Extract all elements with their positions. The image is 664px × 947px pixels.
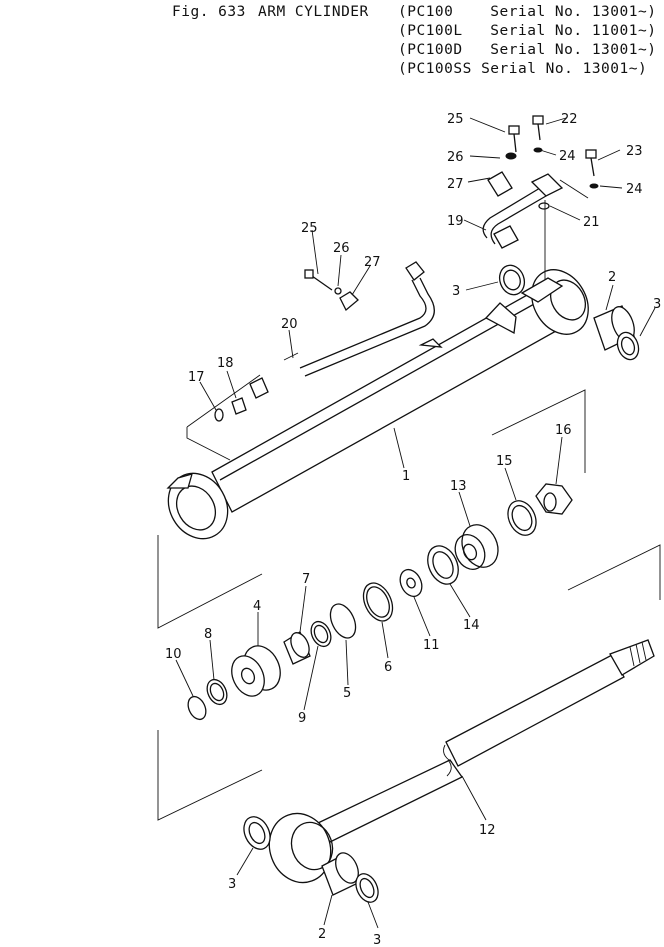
model-serial-line-4: (PC100SS Serial No. 13001~) xyxy=(398,61,648,77)
callout-2-upper: 2 xyxy=(608,270,616,285)
callout-2-lower: 2 xyxy=(318,927,326,942)
callout-27-upper: 27 xyxy=(447,177,464,192)
callout-3-tube-left: 3 xyxy=(452,284,460,299)
callout-8: 8 xyxy=(204,627,212,642)
callout-17: 17 xyxy=(188,370,205,385)
callout-12: 12 xyxy=(479,823,496,838)
leader-lines xyxy=(175,117,656,929)
callout-24-upper: 24 xyxy=(559,149,576,164)
cylinder-tube xyxy=(166,269,589,540)
callout-13: 13 xyxy=(450,479,467,494)
callout-1: 1 xyxy=(402,469,410,484)
callout-23: 23 xyxy=(626,144,643,159)
callout-19: 19 xyxy=(447,214,464,229)
callout-22: 22 xyxy=(561,112,578,127)
callout-3-tube-right: 3 xyxy=(653,297,661,312)
callout-25-lower: 25 xyxy=(301,221,318,236)
piston-rod xyxy=(268,639,655,884)
callout-21: 21 xyxy=(583,215,600,230)
callout-16: 16 xyxy=(555,423,572,438)
model-serial-line-1: (PC100 Serial No. 13001~) xyxy=(398,4,657,20)
callout-14: 14 xyxy=(463,618,480,633)
callout-24-lower: 24 xyxy=(626,182,643,197)
callout-11: 11 xyxy=(423,638,440,653)
piping-parts xyxy=(249,173,589,399)
callout-26-upper: 26 xyxy=(447,150,464,165)
callout-18: 18 xyxy=(217,356,234,371)
model-serial-line-2: (PC100L Serial No. 11001~) xyxy=(398,23,657,39)
callout-4: 4 xyxy=(253,599,261,614)
callout-26-lower: 26 xyxy=(333,241,350,256)
callout-25-upper: 25 xyxy=(447,112,464,127)
callout-27-lower: 27 xyxy=(364,255,381,270)
figure-title: ARM CYLINDER xyxy=(258,4,369,20)
callout-3-rod-right: 3 xyxy=(373,933,381,947)
callout-10: 10 xyxy=(165,647,182,662)
callout-3-rod-left: 3 xyxy=(228,877,236,892)
piston-and-seal-parts xyxy=(187,483,573,721)
callout-15: 15 xyxy=(496,454,513,469)
figure-number: Fig. 633 xyxy=(172,4,246,20)
callout-5: 5 xyxy=(343,686,351,701)
callout-7: 7 xyxy=(302,572,310,587)
fittings-and-bolts xyxy=(214,115,599,422)
callout-labels: 25 22 26 24 23 27 24 19 21 25 26 27 3 2 … xyxy=(165,112,661,947)
model-serial-line-3: (PC100D Serial No. 13001~) xyxy=(398,42,657,58)
tube-end-bushings xyxy=(498,264,640,361)
callout-6: 6 xyxy=(384,660,392,675)
callout-20: 20 xyxy=(281,317,298,332)
assembly-outline-lines xyxy=(157,374,661,821)
callout-9: 9 xyxy=(298,711,306,726)
rod-end-bushings xyxy=(243,816,379,903)
